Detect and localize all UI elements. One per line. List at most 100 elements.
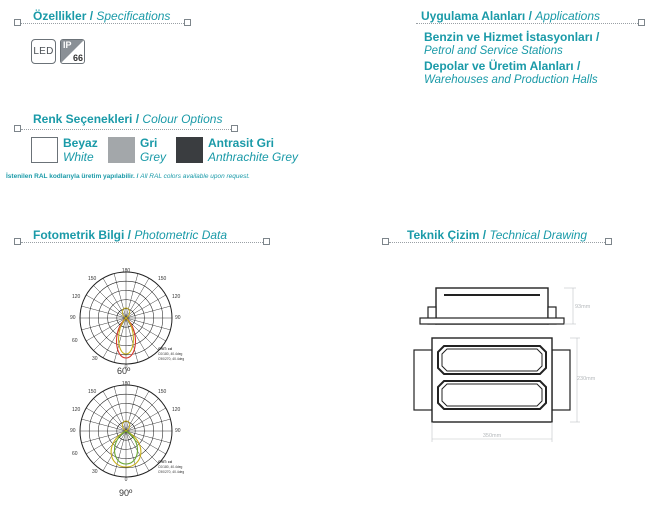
polar-spoke (125, 430, 171, 444)
polar-spoke (81, 418, 127, 432)
polar2-label-90l: 90 (70, 428, 76, 434)
specs-title-tr: Özellikler / (33, 9, 94, 23)
polar1-label-120r: 120 (172, 294, 181, 300)
technical-title-tr: Teknik Çizim / (407, 228, 487, 242)
polar2-label-180: 180 (122, 381, 131, 387)
polar-spoke (125, 273, 139, 319)
application-item-warehouse-tr: Depolar ve Üretim Alanları / (424, 59, 581, 73)
polar-spoke (125, 418, 171, 432)
polar-spoke (81, 317, 127, 331)
polar2-label-60l: 60 (72, 451, 78, 457)
technical-title-en: Technical Drawing (489, 228, 588, 242)
specs-title-en: Specifications (96, 9, 171, 23)
polar-spoke (86, 407, 127, 432)
ip-label: IP (63, 40, 72, 50)
colours-marker-left (14, 125, 21, 132)
polar1-legend-1: C0/180, 40.4deg (158, 352, 183, 356)
polar1-label-90l: 90 (70, 315, 76, 321)
colour-translation-grey: Grey (140, 150, 167, 164)
colour-name-grey: Gri (140, 136, 158, 150)
applications-title-en: Applications (535, 9, 600, 23)
led-icon: LED (31, 39, 56, 64)
polar-spoke (113, 273, 127, 319)
application-item-petrol-tr: Benzin ve Hizmet İstasyonları / (424, 30, 600, 44)
applications-title: Uygulama Alanları / Applications (421, 9, 600, 23)
polar2-legend-1: C0/180, 40.4deg (158, 465, 183, 469)
polar-spoke (125, 317, 166, 342)
polar-spoke (125, 317, 150, 358)
polar1-label-150r: 150 (158, 276, 167, 282)
polar-spoke (113, 386, 127, 432)
ip66-badge-shape (61, 40, 83, 62)
polar2-label-120l: 120 (72, 407, 81, 413)
polar-spoke (125, 386, 139, 432)
applications-marker-right (638, 19, 645, 26)
polar1-label-90r: 90 (175, 315, 181, 321)
polar2-label-120r: 120 (172, 407, 181, 413)
applications-divider (416, 23, 638, 24)
polar-diagram-90: 180 150 150 120 120 90 90 60 30 0 CRIT: … (70, 381, 184, 483)
technical-title: Teknik Çizim / Technical Drawing (407, 228, 587, 242)
light-distribution-curve (116, 317, 136, 359)
height-dimension: 93mm (575, 304, 591, 310)
colour-name-anthracite: Antrasit Gri (208, 136, 275, 150)
polar-spoke (125, 294, 166, 319)
top-view: 230mm 350mm (413, 337, 596, 442)
polar2-label-90r: 90 (175, 428, 181, 434)
technical-marker-right (605, 238, 612, 245)
polar2-unit: CRIT: cd (158, 460, 172, 464)
technical-divider (389, 242, 605, 243)
depth-dimension: 230mm (577, 376, 596, 382)
polar1-label-60l: 60 (72, 338, 78, 344)
polar-spoke (125, 285, 159, 319)
application-item-warehouse: Depolar ve Üretim Alanları / Warehouses … (424, 60, 598, 87)
width-dimension: 350mm (483, 433, 502, 439)
polar-spoke (113, 317, 127, 363)
polar-spoke (125, 398, 159, 432)
polar2-label-30l: 30 (92, 469, 98, 475)
polar2-label-0: 0 (125, 477, 128, 483)
technical-drawing: 93mm 230mm 350mm (413, 287, 596, 442)
polar1-legend-2: C90/270, 40.4deg (158, 357, 184, 361)
polar1-unit: CRIT: cd (158, 347, 172, 351)
upper-light-curve (121, 307, 131, 319)
photometric-divider (21, 242, 263, 243)
polar-spoke (81, 305, 127, 319)
ip66-icon: IP 66 (60, 39, 85, 64)
specs-marker-right (184, 19, 191, 26)
specs-divider (21, 23, 184, 24)
polar-spoke (125, 305, 171, 319)
polar-diagram-90-label: 90º (119, 488, 133, 498)
polar-diagram-60-label: 60º (117, 366, 131, 376)
upper-light-curve (121, 420, 131, 432)
light-distribution-curve (110, 430, 142, 468)
polar2-label-150r: 150 (158, 389, 167, 395)
light-distribution-curve (118, 317, 134, 355)
colours-title-tr: Renk Seçenekleri / (33, 112, 140, 126)
colours-marker-right (231, 125, 238, 132)
photometric-title-en: Photometric Data (134, 228, 228, 242)
applications-title-tr: Uygulama Alanları / (421, 9, 532, 23)
polar-spoke (125, 317, 139, 363)
polar-spoke (125, 407, 166, 432)
light-distribution-curve (113, 430, 139, 465)
polar1-label-0: 0 (125, 364, 128, 370)
polar-spoke (113, 430, 127, 476)
led-icon-label: LED (33, 46, 54, 57)
ral-note-en: All RAL colors available upon request. (140, 173, 250, 180)
photometric-title: Fotometrik Bilgi / Photometric Data (33, 228, 227, 242)
polar-spoke (125, 430, 159, 464)
polar1-label-180: 180 (122, 268, 131, 274)
application-item-petrol: Benzin ve Hizmet İstasyonları / Petrol a… (424, 31, 599, 58)
polar-spoke (86, 317, 127, 342)
polar1-label-120l: 120 (72, 294, 81, 300)
technical-marker-left (382, 238, 389, 245)
colour-swatch-white (31, 137, 58, 163)
colours-divider (21, 129, 231, 130)
polar-spoke (81, 430, 127, 444)
polar-spoke (93, 285, 127, 319)
ral-note: İstenilen RAL kodlarıyla üretim yapılabi… (6, 173, 250, 180)
polar-spoke (125, 317, 159, 351)
side-view: 93mm (419, 287, 591, 325)
ip-value: 66 (72, 53, 83, 63)
